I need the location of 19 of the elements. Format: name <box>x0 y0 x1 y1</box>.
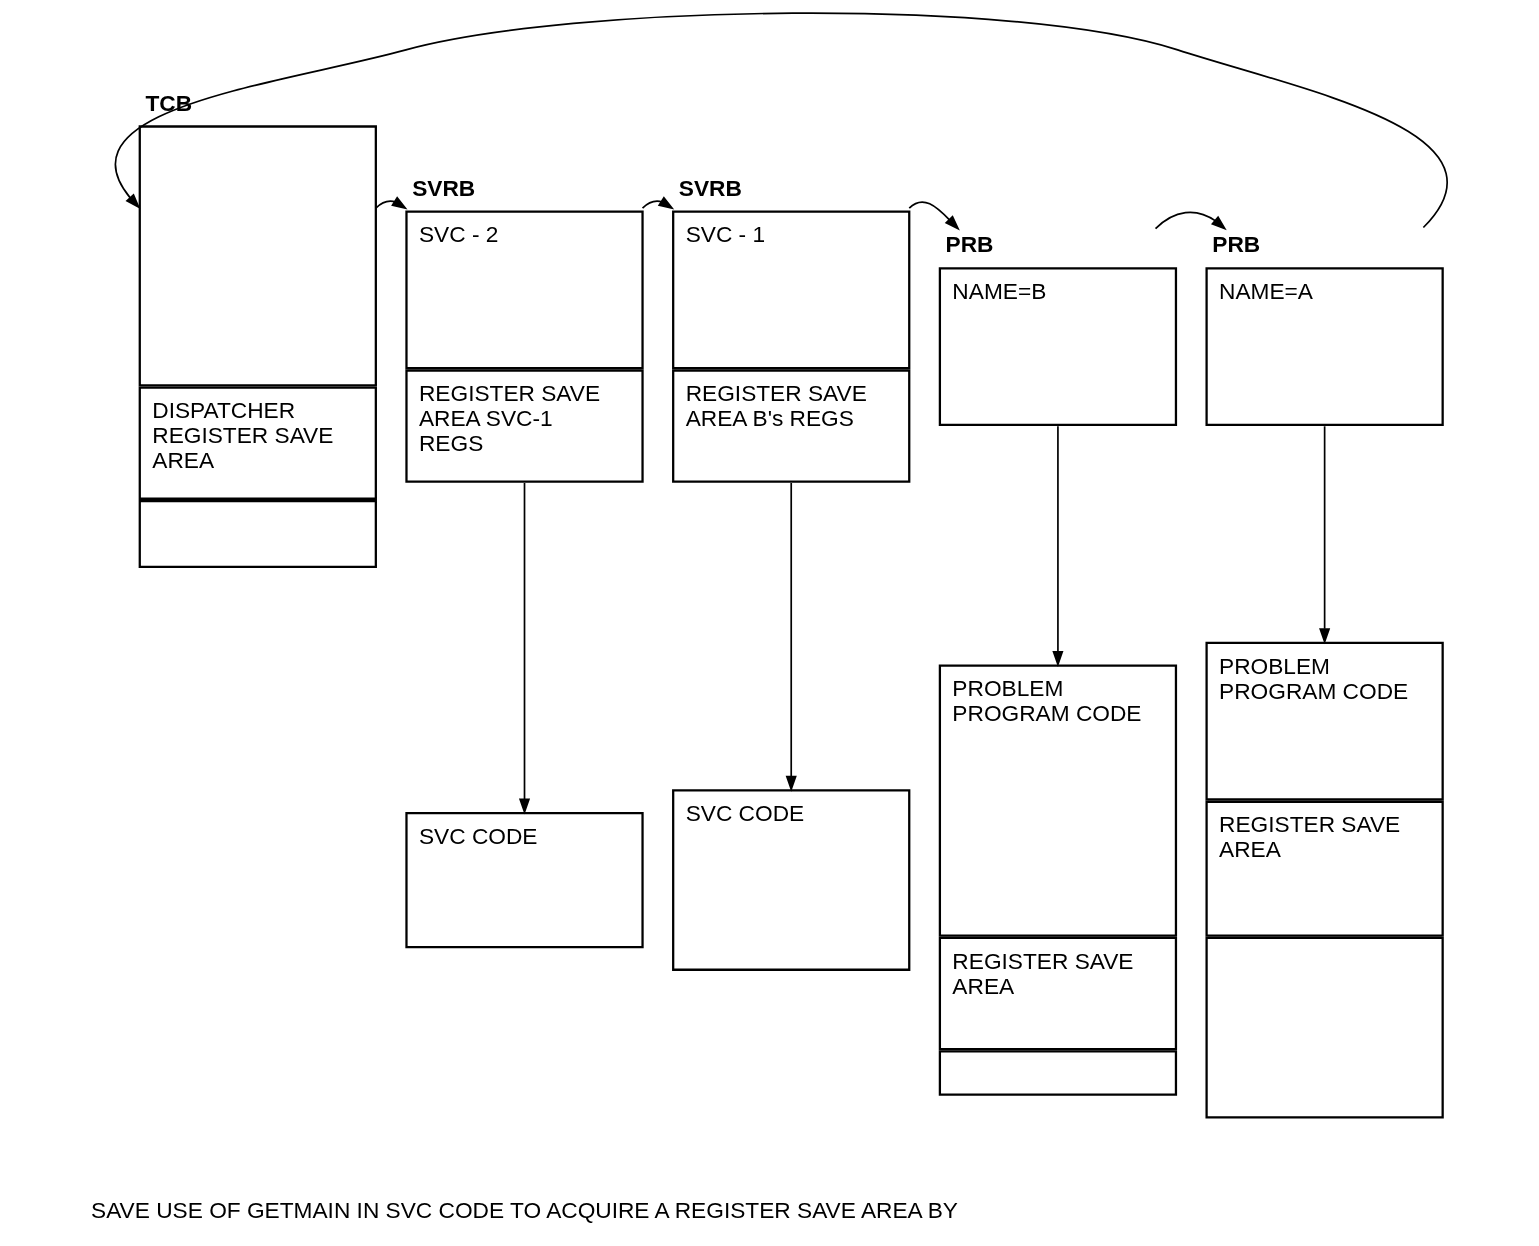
node-box: NAME=A <box>1205 267 1444 427</box>
node-label: SVRB <box>678 174 742 201</box>
node-label: PRB <box>1212 231 1261 258</box>
arrow <box>518 482 531 815</box>
arrow <box>908 201 960 231</box>
arrow <box>1052 425 1064 667</box>
arrow <box>785 482 797 792</box>
node-label: PRB <box>945 231 994 258</box>
label: SAVE USE OF GETMAIN IN SVC CODE TO ACQUIRE A REGISTER SAVE AREA BY <box>91 1197 958 1224</box>
node-label: TCB <box>145 89 193 116</box>
arrow <box>641 196 675 210</box>
arrow <box>1319 425 1331 645</box>
arrow <box>115 12 1448 229</box>
arrow <box>1154 211 1227 231</box>
arrow <box>375 196 408 210</box>
node-label: SVRB <box>412 174 476 201</box>
node-box: SVC CODE <box>672 789 911 971</box>
node-box: NAME=B <box>938 267 1178 427</box>
node-box: SVC CODE <box>405 812 644 949</box>
